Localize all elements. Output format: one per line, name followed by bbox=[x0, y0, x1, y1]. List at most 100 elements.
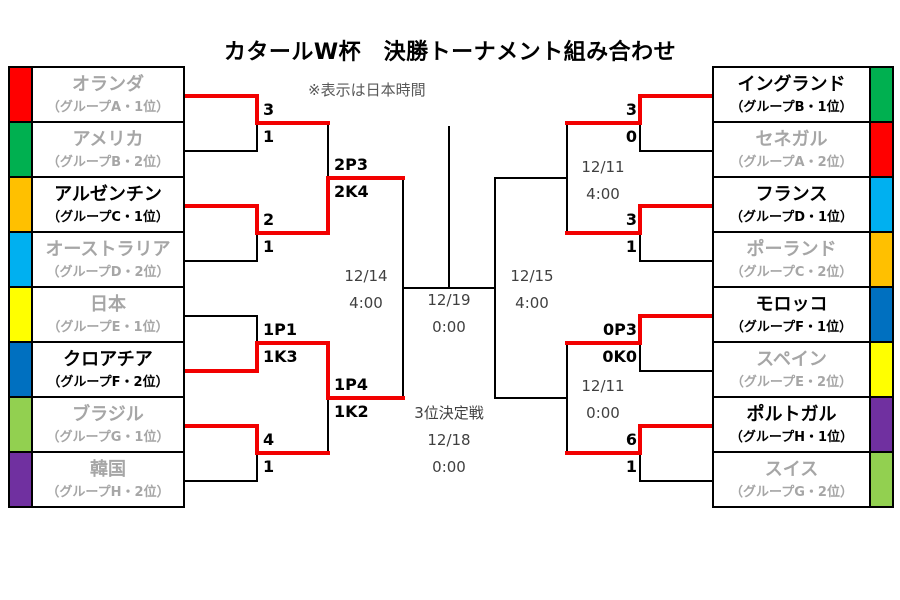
team-group-label: （グループB・2位） bbox=[46, 154, 170, 170]
team-group-label: （グループC・2位） bbox=[730, 264, 853, 280]
group-color-swatch bbox=[869, 343, 892, 396]
team-name: スペイン bbox=[756, 348, 827, 370]
team-name: スイス bbox=[764, 458, 819, 480]
match-datetime: 0:00 bbox=[432, 318, 466, 336]
match-datetime: 12/11 bbox=[581, 377, 625, 395]
group-color-swatch bbox=[869, 453, 892, 506]
match-datetime: 12/19 bbox=[427, 291, 471, 309]
team-name: 韓国 bbox=[90, 458, 126, 480]
team-group-label: （グループG・2位） bbox=[730, 484, 853, 500]
group-color-swatch bbox=[869, 233, 892, 286]
score: 1 bbox=[263, 127, 275, 146]
team-group-label: （グループE・1位） bbox=[47, 319, 169, 335]
team-row: ポルトガル （グループH・1位） bbox=[714, 398, 892, 453]
score: 6 bbox=[625, 430, 637, 449]
team-row: クロアチア （グループF・2位） bbox=[10, 343, 183, 398]
score: 1P4 bbox=[334, 375, 368, 394]
score: 1K2 bbox=[334, 402, 369, 421]
team-name: ブラジル bbox=[72, 403, 144, 425]
team-name: ポルトガル bbox=[746, 403, 837, 425]
team-group-label: （グループD・2位） bbox=[46, 264, 170, 280]
match-datetime: 4:00 bbox=[515, 294, 549, 312]
match-datetime: 4:00 bbox=[349, 294, 383, 312]
group-color-swatch bbox=[869, 123, 892, 176]
team-name: イングランド bbox=[737, 73, 846, 95]
match-datetime: 12/18 bbox=[427, 431, 471, 449]
team-name: セネガル bbox=[755, 128, 828, 150]
group-color-swatch bbox=[10, 398, 33, 451]
group-color-swatch bbox=[869, 68, 892, 121]
team-name: オランダ bbox=[72, 73, 144, 95]
score: 1P1 bbox=[263, 320, 297, 339]
score: 2P3 bbox=[334, 155, 368, 174]
team-name: 日本 bbox=[90, 293, 126, 315]
team-row: 韓国 （グループH・2位） bbox=[10, 453, 183, 506]
team-name: モロッコ bbox=[755, 293, 828, 315]
score: 1K3 bbox=[263, 347, 298, 366]
match-datetime: 0:00 bbox=[586, 404, 620, 422]
team-row: フランス （グループD・1位） bbox=[714, 178, 892, 233]
group-color-swatch bbox=[10, 343, 33, 396]
team-row: セネガル （グループA・2位） bbox=[714, 123, 892, 178]
timezone-note: ※表示は日本時間 bbox=[308, 81, 426, 99]
team-group-label: （グループA・1位） bbox=[46, 99, 170, 115]
group-color-swatch bbox=[10, 178, 33, 231]
score: 2 bbox=[263, 210, 275, 229]
team-name: オーストラリア bbox=[45, 238, 171, 260]
match-datetime: 4:00 bbox=[586, 185, 620, 203]
score: 3 bbox=[625, 210, 637, 229]
team-row: ブラジル （グループG・1位） bbox=[10, 398, 183, 453]
score: 0 bbox=[625, 127, 637, 146]
group-color-swatch bbox=[10, 68, 33, 121]
group-color-swatch bbox=[869, 288, 892, 341]
team-row: イングランド （グループB・1位） bbox=[714, 68, 892, 123]
group-color-swatch bbox=[10, 233, 33, 286]
group-color-swatch bbox=[10, 288, 33, 341]
team-row: スペイン （グループE・2位） bbox=[714, 343, 892, 398]
team-group-label: （グループE・2位） bbox=[730, 374, 853, 390]
match-datetime: 12/15 bbox=[510, 267, 554, 285]
team-group-label: （グループB・1位） bbox=[730, 99, 853, 115]
team-row: 日本 （グループE・1位） bbox=[10, 288, 183, 343]
team-name: フランス bbox=[755, 183, 828, 205]
score: 1 bbox=[263, 457, 275, 476]
third-place-label: 3位決定戦 bbox=[414, 404, 484, 422]
team-row: オーストラリア （グループD・2位） bbox=[10, 233, 183, 288]
right-bracket-column: イングランド （グループB・1位） セネガル （グループA・2位） フランス （… bbox=[712, 66, 894, 508]
team-row: アルゼンチン （グループC・1位） bbox=[10, 178, 183, 233]
team-group-label: （グループD・1位） bbox=[729, 209, 854, 225]
score: 4 bbox=[263, 430, 275, 449]
page-title: カタールW杯 決勝トーナメント組み合わせ bbox=[223, 40, 677, 65]
score: 2K4 bbox=[334, 182, 369, 201]
group-color-swatch bbox=[10, 123, 33, 176]
left-bracket-column: オランダ （グループA・1位） アメリカ （グループB・2位） アルゼンチン （… bbox=[8, 66, 185, 508]
team-name: ポーランド bbox=[746, 238, 837, 260]
match-datetime: 12/14 bbox=[344, 267, 388, 285]
score: 3 bbox=[625, 100, 637, 119]
team-group-label: （グループG・1位） bbox=[46, 429, 170, 445]
team-group-label: （グループH・1位） bbox=[729, 429, 854, 445]
team-row: アメリカ （グループB・2位） bbox=[10, 123, 183, 178]
group-color-swatch bbox=[869, 178, 892, 231]
score: 1 bbox=[625, 457, 637, 476]
score: 0K0 bbox=[602, 347, 637, 366]
score: 1 bbox=[263, 237, 275, 256]
team-name: アルゼンチン bbox=[54, 183, 162, 205]
team-group-label: （グループF・2位） bbox=[47, 374, 169, 390]
team-row: オランダ （グループA・1位） bbox=[10, 68, 183, 123]
match-datetime: 12/11 bbox=[581, 158, 625, 176]
team-row: スイス （グループG・2位） bbox=[714, 453, 892, 506]
group-color-swatch bbox=[869, 398, 892, 451]
team-name: アメリカ bbox=[72, 128, 144, 150]
team-group-label: （グループA・2位） bbox=[730, 154, 853, 170]
group-color-swatch bbox=[10, 453, 33, 506]
team-name: クロアチア bbox=[63, 348, 153, 370]
team-group-label: （グループF・1位） bbox=[730, 319, 853, 335]
team-group-label: （グループH・2位） bbox=[46, 484, 170, 500]
score: 3 bbox=[263, 100, 275, 119]
team-row: ポーランド （グループC・2位） bbox=[714, 233, 892, 288]
team-group-label: （グループC・1位） bbox=[47, 209, 169, 225]
score: 1 bbox=[625, 237, 637, 256]
